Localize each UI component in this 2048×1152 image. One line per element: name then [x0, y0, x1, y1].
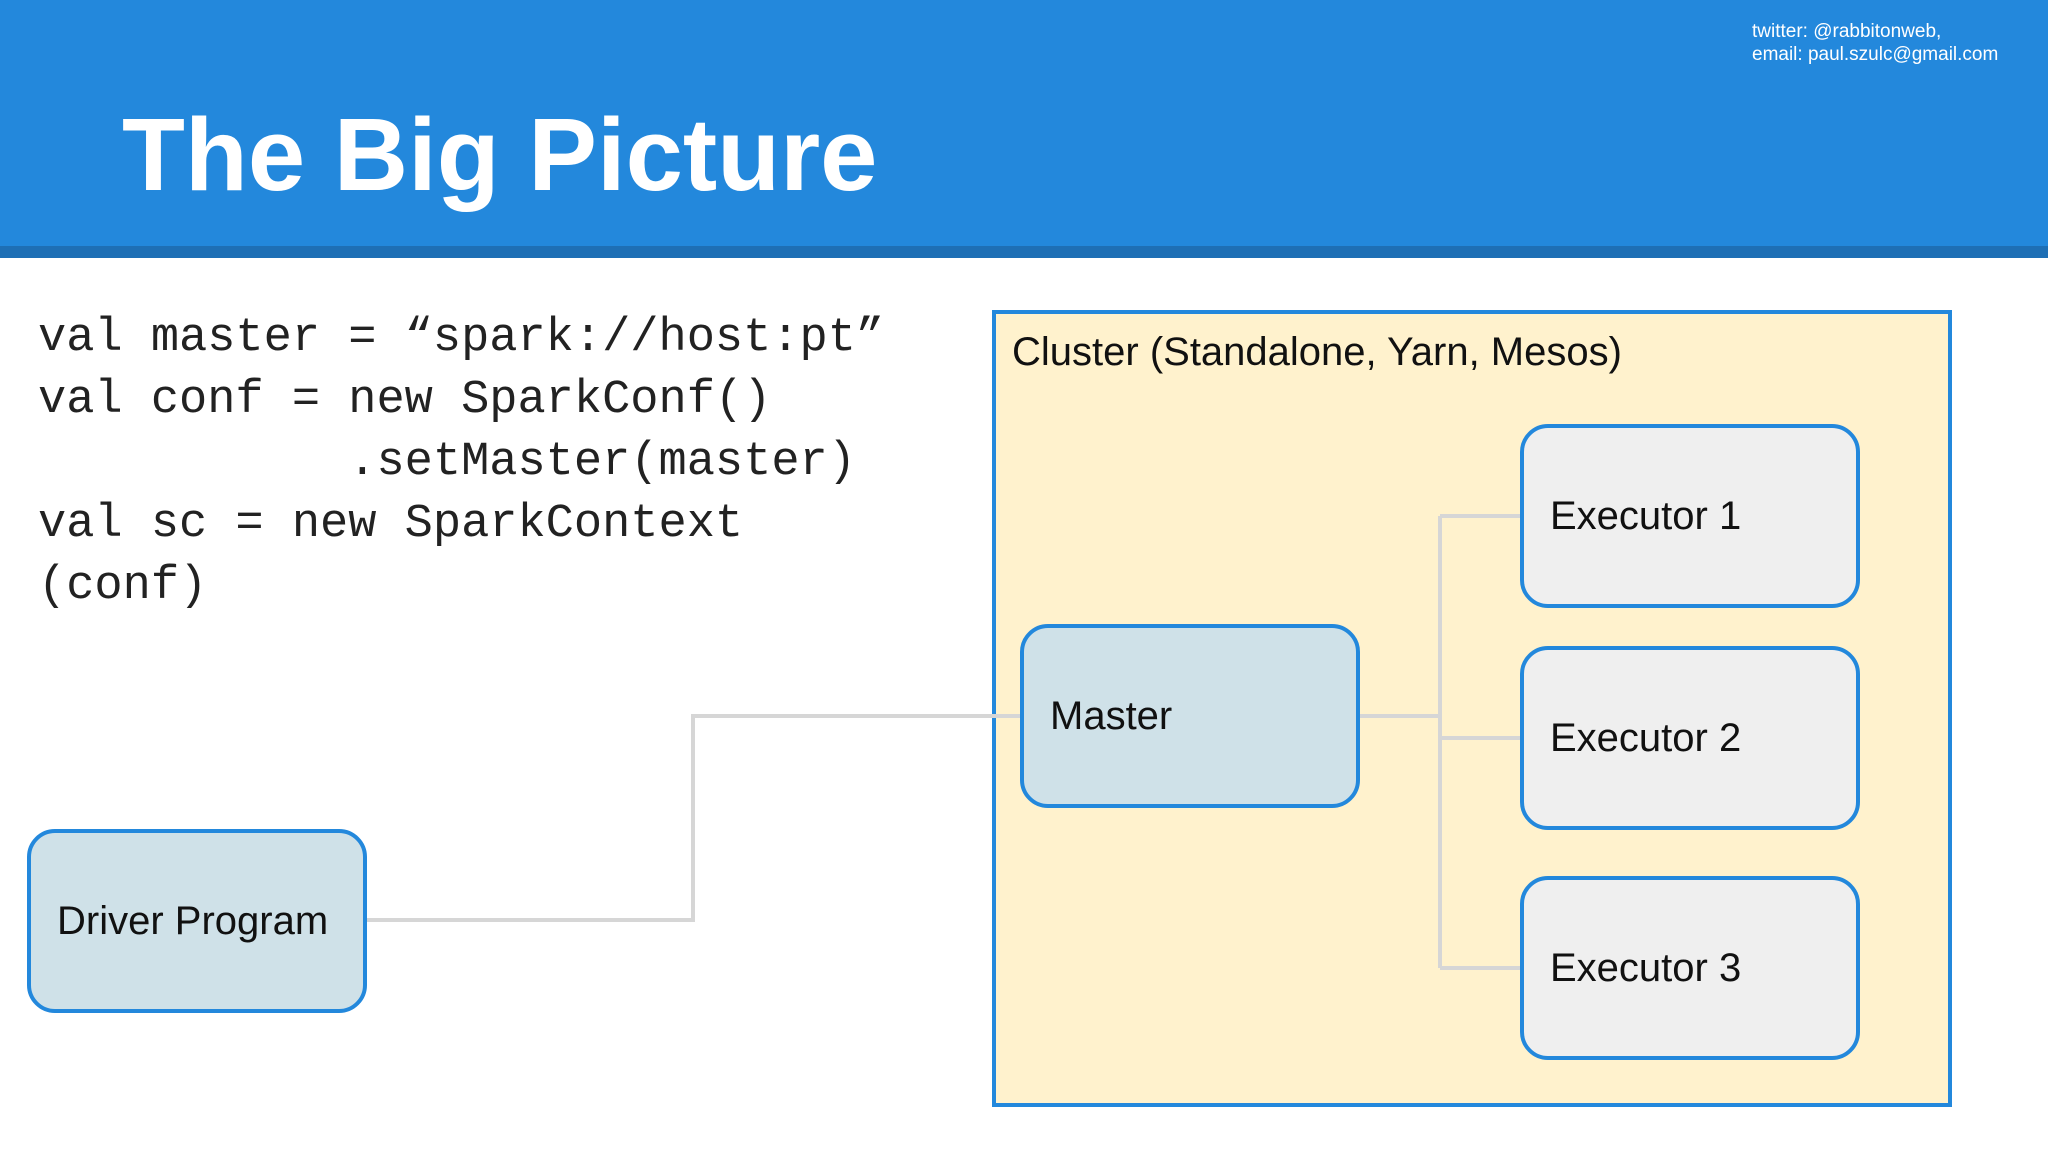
executor-3-node: Executor 3 — [1520, 876, 1860, 1060]
master-node: Master — [1020, 624, 1360, 808]
driver-master-connector — [367, 714, 1022, 922]
cluster-label: Cluster (Standalone, Yarn, Mesos) — [1012, 330, 1622, 374]
executor-3-label: Executor 3 — [1550, 945, 1742, 990]
contact-info: twitter: @rabbitonweb, email: paul.szulc… — [1752, 20, 1998, 66]
slide-header — [0, 0, 2048, 246]
code-line: val sc = new SparkContext — [38, 498, 744, 551]
driver-program-label: Driver Program — [57, 898, 329, 943]
code-line: (conf) — [38, 560, 208, 613]
executor-1-node: Executor 1 — [1520, 424, 1860, 608]
code-line: val master = “spark://host:pt” — [38, 312, 885, 365]
code-line: .setMaster(master) — [38, 436, 856, 489]
executor-2-node: Executor 2 — [1520, 646, 1860, 830]
contact-email: email: paul.szulc@gmail.com — [1752, 44, 1999, 65]
executor-2-label: Executor 2 — [1550, 715, 1742, 760]
executor-1-label: Executor 1 — [1550, 493, 1742, 538]
code-line: val conf = new SparkConf() — [38, 374, 772, 427]
code-block: val master = “spark://host:pt” val conf =… — [38, 308, 884, 618]
driver-program-node: Driver Program — [27, 829, 367, 1013]
contact-twitter: twitter: @rabbitonweb, — [1752, 21, 1942, 42]
slide-title: The Big Picture — [122, 97, 878, 212]
master-label: Master — [1050, 693, 1173, 738]
header-rule — [0, 246, 2048, 258]
